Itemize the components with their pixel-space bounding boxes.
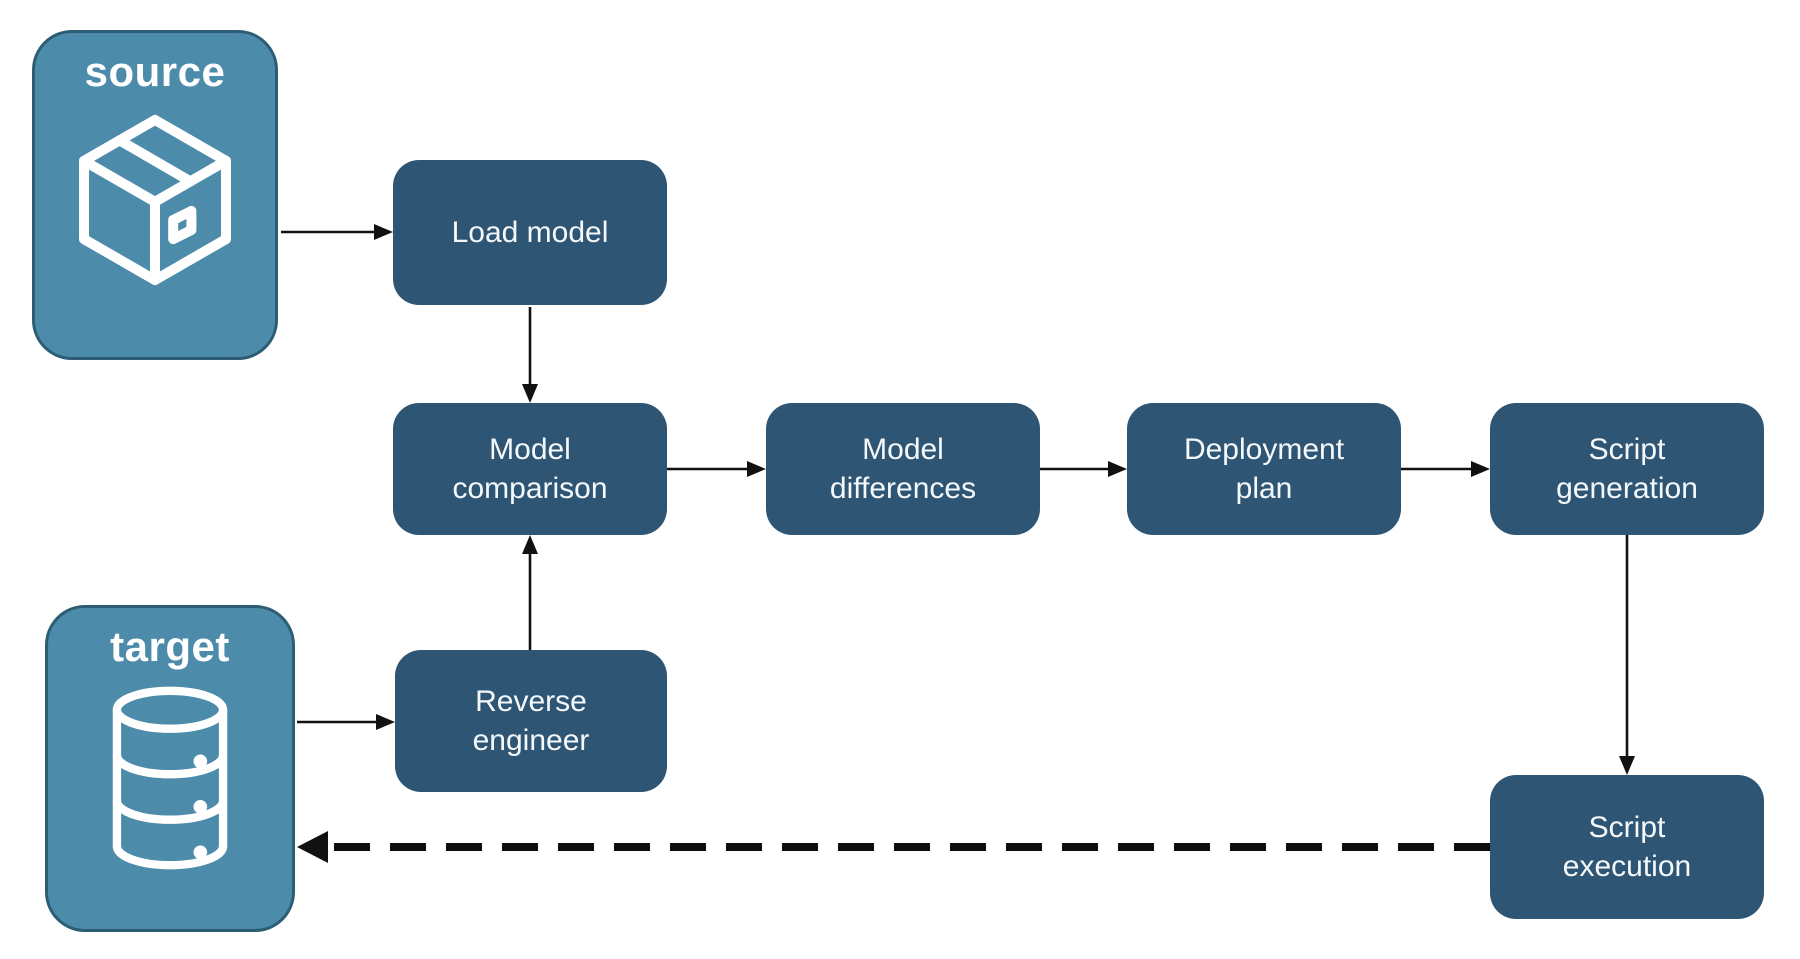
arrow-model-comparison-to-model-differences (667, 461, 766, 477)
package-icon (79, 115, 231, 286)
node-reverse-engineer: Reverse engineer (395, 650, 667, 792)
script-generation-label: Script generation (1556, 433, 1698, 505)
arrow-reverse-engineer-to-model-comparison (522, 535, 538, 650)
arrow-target-to-reverse-engineer (297, 714, 395, 730)
deployment-plan-label: Deployment plan (1183, 433, 1345, 505)
script-execution-label: Script execution (1562, 811, 1692, 883)
arrow-deployment-plan-to-script-generation (1401, 461, 1490, 477)
node-model-differences: Model differences (766, 403, 1040, 535)
arrow-script-generation-to-script-execution (1619, 535, 1635, 775)
arrow-source-to-load-model (281, 224, 393, 240)
load-model-label: Load model (451, 216, 609, 249)
node-deployment-plan: Deployment plan (1127, 403, 1401, 535)
model-comparison-label: Model comparison (452, 433, 608, 505)
node-model-comparison: Model comparison (393, 403, 667, 535)
source-label: source (84, 48, 226, 95)
node-script-generation: Script generation (1490, 403, 1764, 535)
node-load-model: Load model (393, 160, 667, 305)
arrow-model-differences-to-deployment-plan (1040, 461, 1127, 477)
target-label: target (110, 623, 230, 670)
model-differences-label: Model differences (829, 433, 977, 505)
node-target: target (45, 605, 295, 932)
reverse-engineer-label: Reverse engineer (472, 685, 590, 757)
node-source: source (32, 30, 278, 360)
database-icon (112, 686, 228, 870)
arrow-script-execution-to-target (297, 831, 1490, 863)
node-script-execution: Script execution (1490, 775, 1764, 919)
arrow-load-model-to-model-comparison (522, 307, 538, 403)
